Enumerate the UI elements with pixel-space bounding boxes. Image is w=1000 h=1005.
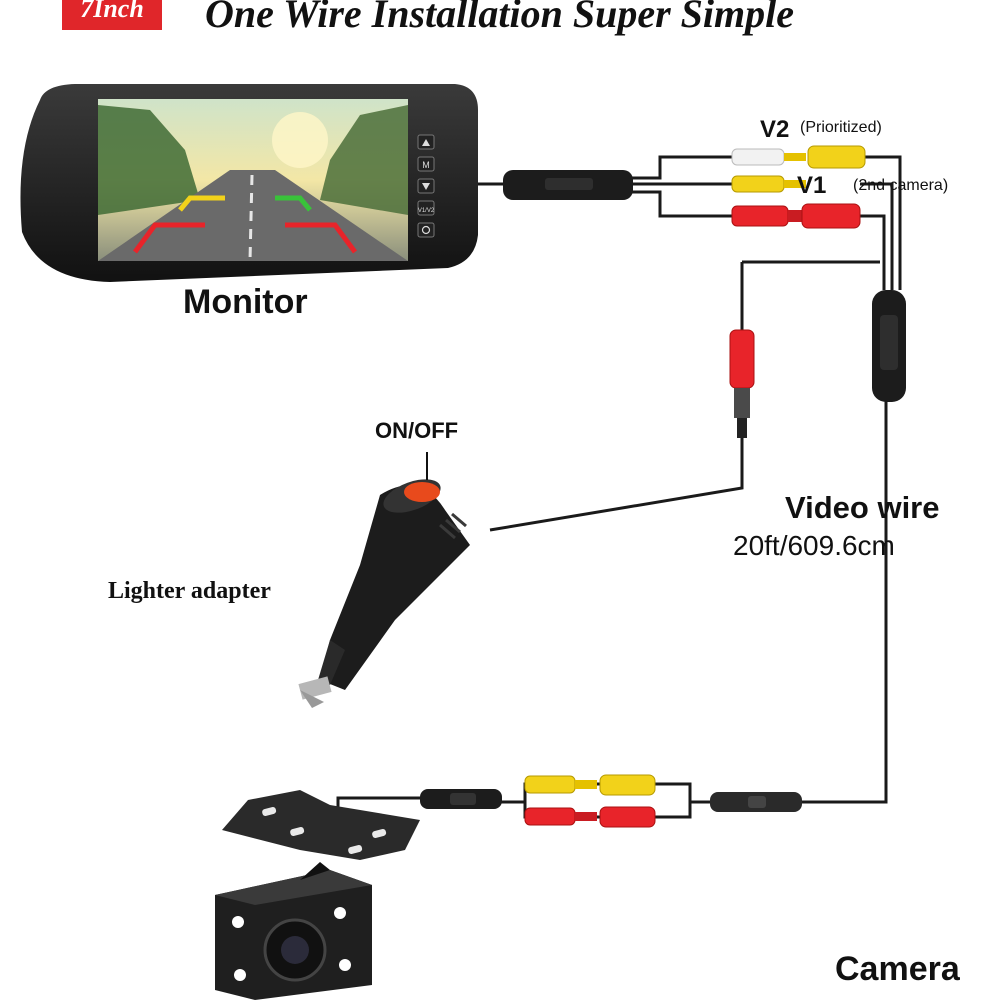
- camera-label: Camera: [835, 950, 960, 988]
- rearview-monitor: M V1/V2: [20, 84, 478, 282]
- v2-label: V2: [760, 116, 790, 143]
- power-wire-to-splitter: [860, 214, 886, 290]
- splitter-branch-v2: [630, 155, 735, 180]
- v2-note: (Prioritized): [800, 119, 882, 136]
- camera-led: [334, 907, 346, 919]
- camera-led: [339, 959, 351, 971]
- monitor-power-button: [417, 222, 435, 238]
- splitter-branch-power: [630, 190, 735, 218]
- backup-camera: [215, 790, 420, 1000]
- menu-glyph: M: [422, 160, 430, 170]
- power-red-connector: [729, 329, 755, 438]
- video-wire-splitter: [872, 290, 906, 402]
- on-off-label: ON/OFF: [375, 418, 459, 443]
- power-connector-pair: [731, 203, 861, 229]
- on-off-button: [404, 482, 440, 502]
- lighter-adapter: [298, 452, 470, 708]
- wire-length-label: 20ft/609.6cm: [733, 530, 895, 561]
- camera-led: [232, 916, 244, 928]
- v1-label: V1: [797, 172, 827, 199]
- camera-yellow-connectors: [524, 774, 656, 796]
- monitor-menu-button: [417, 156, 435, 172]
- v2-connector-pair: [731, 145, 866, 169]
- v1-note: (2nd camera): [853, 177, 949, 194]
- screen-size-badge: 7Inch: [62, 0, 162, 30]
- v1-connector: [731, 175, 806, 193]
- camera-side-splitter-left: [420, 789, 502, 809]
- headline: One Wire Installation Super Simple: [205, 0, 795, 36]
- monitor-v1v2-button: [417, 200, 435, 216]
- lighter-cable: [489, 438, 744, 532]
- v1-to-splitter: [860, 182, 894, 290]
- lighter-adapter-label: Lighter adapter: [108, 578, 271, 604]
- video-wire: [800, 400, 888, 804]
- camera-red-connectors: [524, 806, 656, 828]
- video-wire-label: Video wire: [785, 490, 940, 525]
- camera-led: [234, 969, 246, 981]
- v2-to-splitter: [865, 155, 902, 290]
- svg-text:V1/V2: V1/V2: [418, 208, 435, 214]
- monitor-splitter: [503, 170, 633, 200]
- camera-side-splitter-right: [710, 792, 802, 812]
- monitor-label: Monitor: [183, 283, 308, 321]
